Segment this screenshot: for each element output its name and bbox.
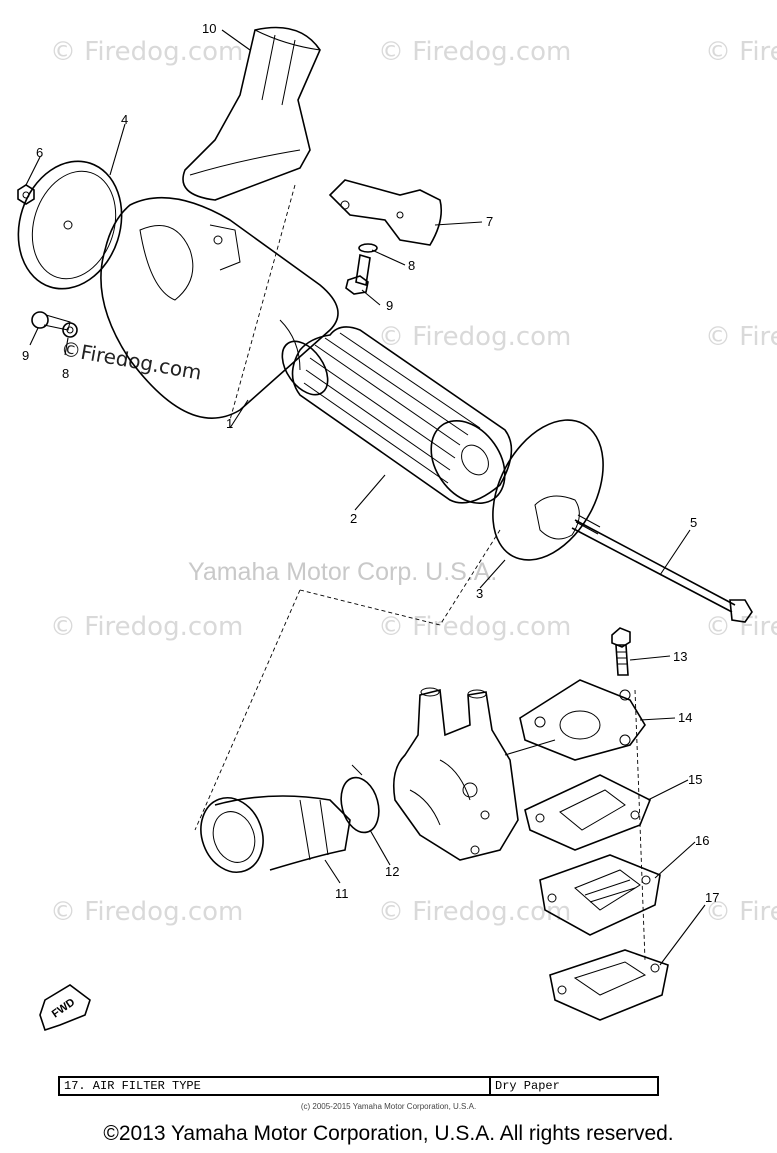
part-3-disc: [492, 419, 604, 561]
callout-10: 10: [202, 21, 216, 36]
watermark-layer: © Firedog.com © Firedog.com © Firedog.co…: [50, 37, 777, 927]
part-8-washer: [358, 243, 378, 253]
watermark: © Firedog.com: [50, 37, 243, 67]
part-9-bolt-left: [31, 311, 71, 331]
small-copyright: (c) 2005-2015 Yamaha Motor Corporation, …: [300, 1102, 477, 1111]
watermark: © Firedog.com: [705, 322, 777, 352]
fwd-label: FWD: [50, 996, 77, 1020]
part-14-reed-cover: [519, 679, 646, 761]
callout-8-left: 8: [62, 366, 69, 381]
watermark: © Firedog.com: [378, 897, 571, 927]
callout-14: 14: [678, 710, 692, 725]
callout-3: 3: [476, 586, 483, 601]
callout-15: 15: [688, 772, 702, 787]
callout-7: 7: [486, 214, 493, 229]
part-15-gasket: [524, 774, 652, 851]
part-12-clamp: [340, 764, 380, 834]
watermark: © Firedog.com: [50, 612, 243, 642]
callout-11: 11: [335, 886, 349, 901]
watermark-yamaha: Yamaha Motor Corp. U.S.A.: [188, 558, 497, 586]
callout-6: 6: [36, 145, 43, 160]
part-1-filter-case: [100, 196, 339, 419]
callout-2: 2: [350, 511, 357, 526]
part-10-intake-duct: [182, 26, 321, 201]
part-4-cover-plate: [17, 160, 123, 290]
air-filter-type-value: Dry Paper: [489, 1078, 657, 1094]
callout-numbers: 10 4 6 7 8 9 9 8 1 2 5 3 13 14 15 16 17 …: [22, 21, 719, 905]
copyright-notice: ©2013 Yamaha Motor Corporation, U.S.A. A…: [103, 1122, 674, 1145]
part-17-gasket: [549, 949, 669, 1021]
part-13-bolt: [611, 627, 631, 676]
callout-5: 5: [690, 515, 697, 530]
carburetor: [392, 687, 556, 861]
part-5-rod: [571, 514, 753, 623]
watermark: © Firedog.com: [378, 612, 571, 642]
part-11-intake-joint: [200, 795, 351, 873]
watermark: © Firedog.com: [705, 37, 777, 67]
callout-8: 8: [408, 258, 415, 273]
part-8-washer-left: [62, 322, 78, 338]
callout-9-left: 9: [22, 348, 29, 363]
watermark: © Firedog.com: [705, 612, 777, 642]
part-9-bolt: [345, 253, 371, 295]
part-7-bracket: [328, 179, 443, 246]
callout-4: 4: [121, 112, 128, 127]
watermark: © Firedog.com: [705, 897, 777, 927]
callout-16: 16: [695, 833, 709, 848]
callout-9: 9: [386, 298, 393, 313]
watermark: © Firedog.com: [378, 322, 571, 352]
air-filter-type-label: 17. AIR FILTER TYPE: [64, 1079, 201, 1093]
air-filter-type-bar: 17. AIR FILTER TYPE Dry Paper: [58, 1076, 659, 1096]
callout-17: 17: [705, 890, 719, 905]
leader-lines: [25, 29, 706, 966]
part-2-filter-element: [281, 326, 513, 504]
fwd-arrow: FWD: [39, 984, 91, 1032]
callout-1: 1: [226, 416, 233, 431]
callout-12: 12: [385, 864, 399, 879]
callout-13: 13: [673, 649, 687, 664]
watermark: © Firedog.com: [378, 37, 571, 67]
watermark: © Firedog.com: [50, 897, 243, 927]
part-16-reed-plate: [539, 854, 661, 936]
